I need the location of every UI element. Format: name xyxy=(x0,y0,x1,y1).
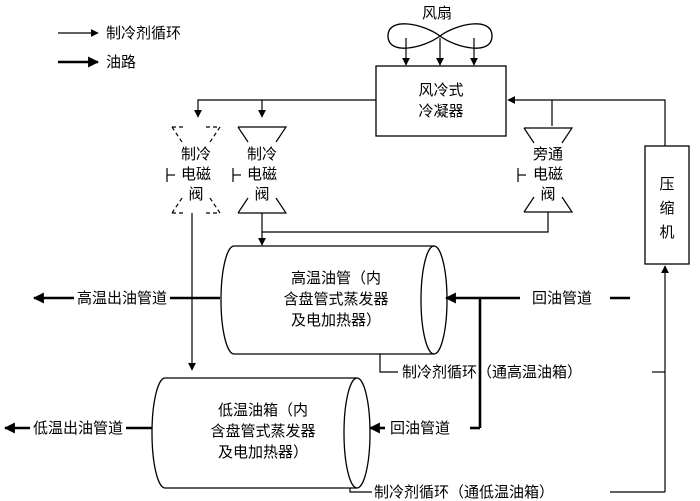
oil-return-low-label: 回油管道 xyxy=(388,419,453,437)
compressor-box xyxy=(644,145,690,265)
legend-refrigerant-label: 制冷剂循环 xyxy=(106,24,182,42)
oil-return-high-label: 回油管道 xyxy=(530,289,595,307)
compressor-label: 压缩机 xyxy=(659,175,675,241)
low-tank-cylinder xyxy=(151,377,371,489)
refrig-high-label: 制冷剂循环（通高温油箱） xyxy=(402,363,583,381)
compressor-to-condenser-line xyxy=(507,96,666,146)
refrig-low-label: 制冷剂循环（通低温油箱） xyxy=(374,483,555,501)
fan-icon xyxy=(387,23,493,66)
condenser-label: 风冷式冷凝器 xyxy=(418,81,464,120)
high-tank-cylinder xyxy=(220,245,448,355)
bypass-valve-icon xyxy=(523,127,574,213)
condenser-to-valves-line xyxy=(194,99,376,118)
low-tank-label: 低温油箱（内含盘管式蒸发器及电加热器） xyxy=(210,401,316,461)
refrig-high-return-line xyxy=(379,354,398,373)
bypass-valve-label: 旁通电磁阀 xyxy=(532,145,563,203)
cooling-valve-1-icon xyxy=(171,126,221,214)
cooling-valve-2-icon xyxy=(237,126,288,214)
cooling-valve-2-label: 制冷电磁阀 xyxy=(246,145,277,203)
condenser-box xyxy=(375,65,507,137)
cooling-valve-1-label: 制冷电磁阀 xyxy=(180,145,211,203)
fan-label: 风扇 xyxy=(422,4,453,22)
low-oil-out-label: 低温出油管道 xyxy=(30,419,127,437)
refrig-low-return-line xyxy=(349,488,372,493)
high-oil-out-label: 高温出油管道 xyxy=(74,289,171,307)
high-tank-label: 高温油管（内含盘管式蒸发器及电加热器） xyxy=(283,269,389,329)
legend-oil-label: 油路 xyxy=(106,53,137,71)
